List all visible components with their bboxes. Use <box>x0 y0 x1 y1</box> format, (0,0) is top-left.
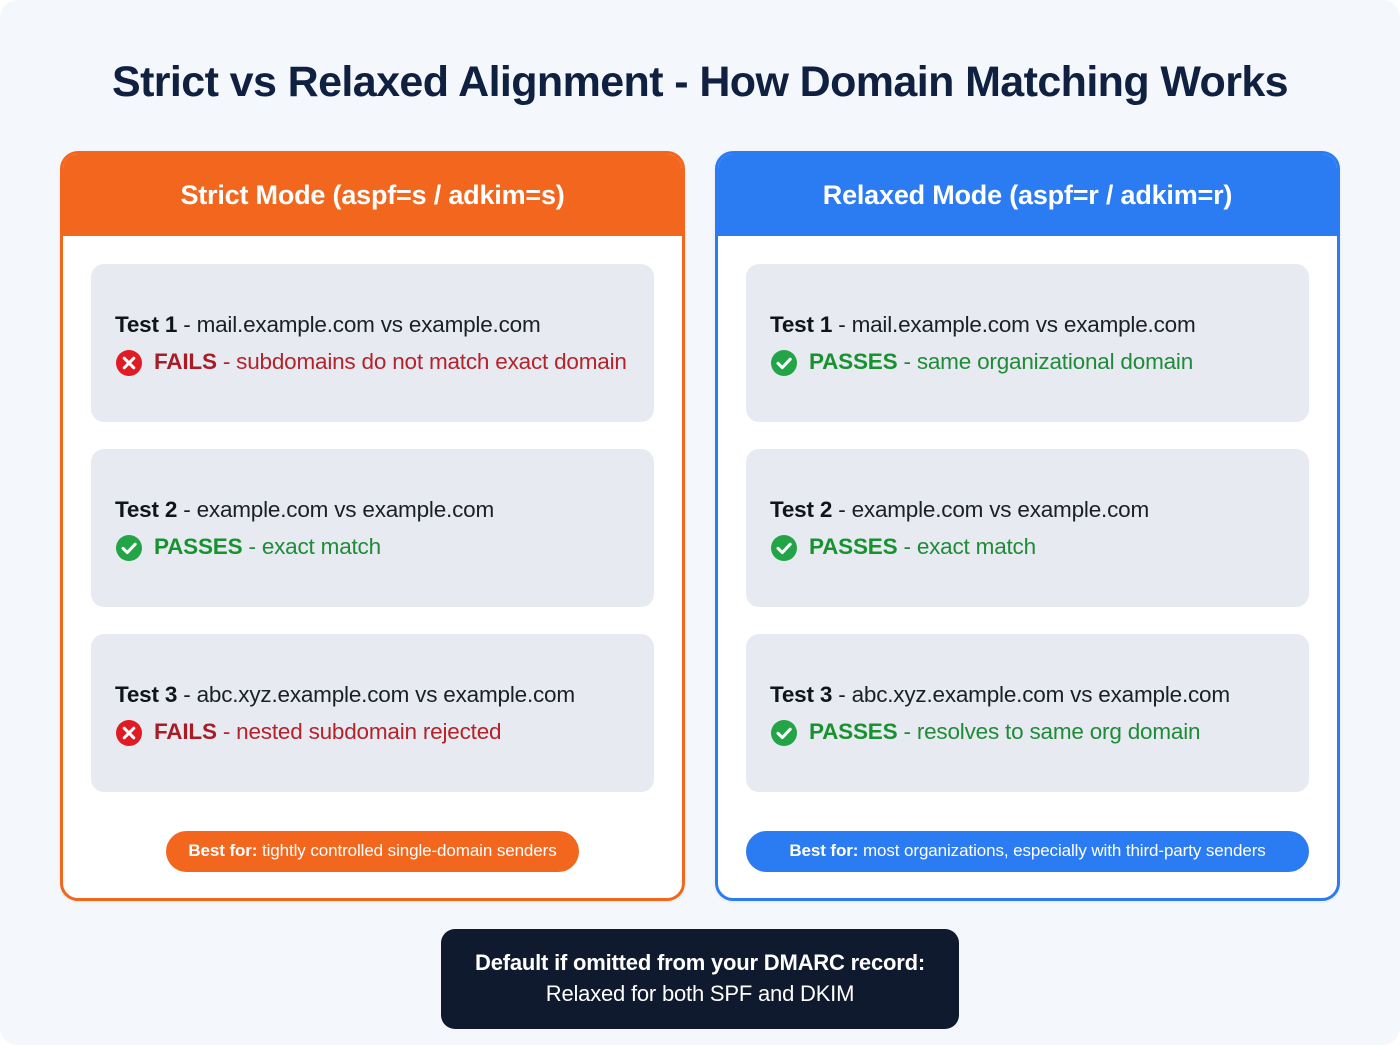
test-comparison: mail.example.com vs example.com <box>851 311 1196 337</box>
test-box: Test 1 - mail.example.com vs example.com… <box>91 264 654 423</box>
test-result-row: FAILS - subdomains do not match exact do… <box>115 347 630 377</box>
test-box: Test 2 - example.com vs example.com PASS… <box>746 449 1309 608</box>
check-circle-icon <box>771 720 797 747</box>
test-separator: - <box>177 496 197 522</box>
relaxed-bestfor-wrap: Best for: most organizations, especially… <box>746 819 1309 872</box>
test-label: Test 1 <box>770 311 833 337</box>
test-box: Test 2 - example.com vs example.com PASS… <box>91 449 654 608</box>
test-result-row: FAILS - nested subdomain rejected <box>115 717 630 747</box>
test-comparison: example.com vs example.com <box>851 496 1150 522</box>
check-circle-icon <box>116 535 142 562</box>
test-verdict: PASSES <box>809 534 898 560</box>
test-result-text: PASSES - exact match <box>809 532 1036 562</box>
test-result-row: PASSES - exact match <box>115 532 630 562</box>
test-result-text: FAILS - nested subdomain rejected <box>154 717 502 747</box>
test-result-text: PASSES - exact match <box>154 532 381 562</box>
test-comparison-line: Test 1 - mail.example.com vs example.com <box>770 310 1285 339</box>
test-result-row: PASSES - same organizational domain <box>770 347 1285 377</box>
bestfor-text: tightly controlled single-domain senders <box>257 841 557 861</box>
test-result-text: PASSES - resolves to same org domain <box>809 717 1201 747</box>
test-comparison-line: Test 3 - abc.xyz.example.com vs example.… <box>770 680 1285 709</box>
test-result-row: PASSES - exact match <box>770 532 1285 562</box>
test-result-text: PASSES - same organizational domain <box>809 347 1193 377</box>
check-circle-icon <box>771 350 797 377</box>
mode-columns: Strict Mode (aspf=s / adkim=s) Test 1 - … <box>0 151 1400 901</box>
default-note-line1: Default if omitted from your DMARC recor… <box>475 949 925 975</box>
page-title: Strict vs Relaxed Alignment - How Domain… <box>112 58 1289 106</box>
test-label: Test 2 <box>770 496 833 522</box>
test-verdict: FAILS <box>154 719 217 745</box>
test-separator: - <box>832 496 852 522</box>
test-verdict: PASSES <box>809 719 898 745</box>
test-comparison: mail.example.com vs example.com <box>196 311 541 337</box>
test-label: Test 3 <box>770 681 833 707</box>
strict-bestfor-pill: Best for: tightly controlled single-doma… <box>166 831 579 872</box>
test-separator: - <box>177 311 197 337</box>
strict-mode-body: Test 1 - mail.example.com vs example.com… <box>63 236 682 897</box>
test-reason: - exact match <box>897 534 1036 560</box>
default-note-badge: Default if omitted from your DMARC recor… <box>441 928 959 1030</box>
test-reason: - nested subdomain rejected <box>216 719 502 745</box>
test-result-row: PASSES - resolves to same org domain <box>770 717 1285 747</box>
test-reason: - same organizational domain <box>897 349 1194 375</box>
check-circle-icon <box>771 535 797 562</box>
test-comparison-line: Test 3 - abc.xyz.example.com vs example.… <box>115 680 630 709</box>
test-box: Test 3 - abc.xyz.example.com vs example.… <box>91 634 654 793</box>
test-reason: - subdomains do not match exact domain <box>216 349 627 375</box>
relaxed-mode-header: Relaxed Mode (aspf=r / adkim=r) <box>718 154 1337 237</box>
test-label: Test 1 <box>115 311 178 337</box>
test-verdict: FAILS <box>154 349 217 375</box>
footer-wrap: Default if omitted from your DMARC recor… <box>0 928 1400 1030</box>
test-verdict: PASSES <box>154 534 243 560</box>
bestfor-label: Best for: <box>789 841 859 861</box>
relaxed-mode-card: Relaxed Mode (aspf=r / adkim=r) Test 1 -… <box>715 151 1340 901</box>
test-label: Test 2 <box>115 496 178 522</box>
test-comparison: example.com vs example.com <box>196 496 495 522</box>
test-reason: - resolves to same org domain <box>897 719 1201 745</box>
test-comparison: abc.xyz.example.com vs example.com <box>851 681 1231 707</box>
strict-mode-card: Strict Mode (aspf=s / adkim=s) Test 1 - … <box>60 151 685 901</box>
test-label: Test 3 <box>115 681 178 707</box>
test-result-text: FAILS - subdomains do not match exact do… <box>154 347 627 377</box>
bestfor-text: most organizations, especially with thir… <box>858 841 1266 861</box>
test-comparison-line: Test 1 - mail.example.com vs example.com <box>115 310 630 339</box>
bestfor-label: Best for: <box>188 841 258 861</box>
relaxed-bestfor-pill: Best for: most organizations, especially… <box>746 831 1309 872</box>
relaxed-mode-body: Test 1 - mail.example.com vs example.com… <box>718 236 1337 897</box>
default-note-line2: Relaxed for both SPF and DKIM <box>545 981 855 1007</box>
test-box: Test 3 - abc.xyz.example.com vs example.… <box>746 634 1309 793</box>
x-circle-icon <box>116 720 142 747</box>
test-box: Test 1 - mail.example.com vs example.com… <box>746 264 1309 423</box>
test-separator: - <box>832 311 852 337</box>
strict-bestfor-wrap: Best for: tightly controlled single-doma… <box>91 819 654 872</box>
test-comparison-line: Test 2 - example.com vs example.com <box>770 495 1285 524</box>
test-verdict: PASSES <box>809 349 898 375</box>
test-separator: - <box>832 681 852 707</box>
test-reason: - exact match <box>242 534 381 560</box>
test-separator: - <box>177 681 197 707</box>
strict-mode-header: Strict Mode (aspf=s / adkim=s) <box>63 154 682 237</box>
test-comparison-line: Test 2 - example.com vs example.com <box>115 495 630 524</box>
x-circle-icon <box>116 350 142 377</box>
test-comparison: abc.xyz.example.com vs example.com <box>196 681 576 707</box>
